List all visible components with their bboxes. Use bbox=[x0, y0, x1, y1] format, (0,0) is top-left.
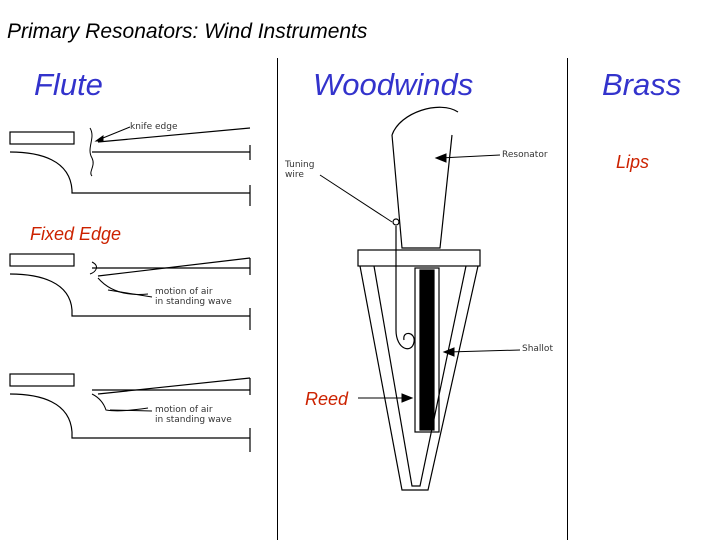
label-knife-edge: knife edge bbox=[130, 122, 178, 132]
column-divider-right bbox=[567, 58, 568, 540]
label-motion-of-air-2: motion of air in standing wave bbox=[155, 405, 232, 425]
label-tuning-wire: Tuning wire bbox=[285, 160, 315, 180]
leader-tuning-wire bbox=[319, 174, 393, 223]
column-divider-left bbox=[277, 58, 278, 540]
leader-motion-1 bbox=[107, 289, 153, 298]
leader-shallot bbox=[447, 349, 521, 353]
slide-title: Primary Resonators: Wind Instruments bbox=[7, 20, 368, 43]
label-reed: Reed bbox=[305, 389, 349, 409]
leader-resonator bbox=[439, 154, 501, 159]
heading-flute: Flute bbox=[34, 67, 103, 102]
flute-diagram-3 bbox=[9, 373, 251, 452]
heading-brass: Brass bbox=[602, 67, 682, 102]
label-resonator: Resonator bbox=[502, 150, 548, 160]
reed-pipe-diagram bbox=[357, 106, 481, 491]
flute-diagram-1 bbox=[9, 127, 251, 206]
label-motion-of-air-1: motion of air in standing wave bbox=[155, 287, 232, 307]
leader-motion-2 bbox=[109, 409, 153, 412]
label-shallot: Shallot bbox=[522, 344, 553, 354]
label-fixed-edge: Fixed Edge bbox=[30, 224, 122, 244]
heading-woodwinds: Woodwinds bbox=[313, 67, 474, 102]
flute-diagram-2 bbox=[9, 253, 251, 330]
label-lips: Lips bbox=[616, 152, 650, 172]
